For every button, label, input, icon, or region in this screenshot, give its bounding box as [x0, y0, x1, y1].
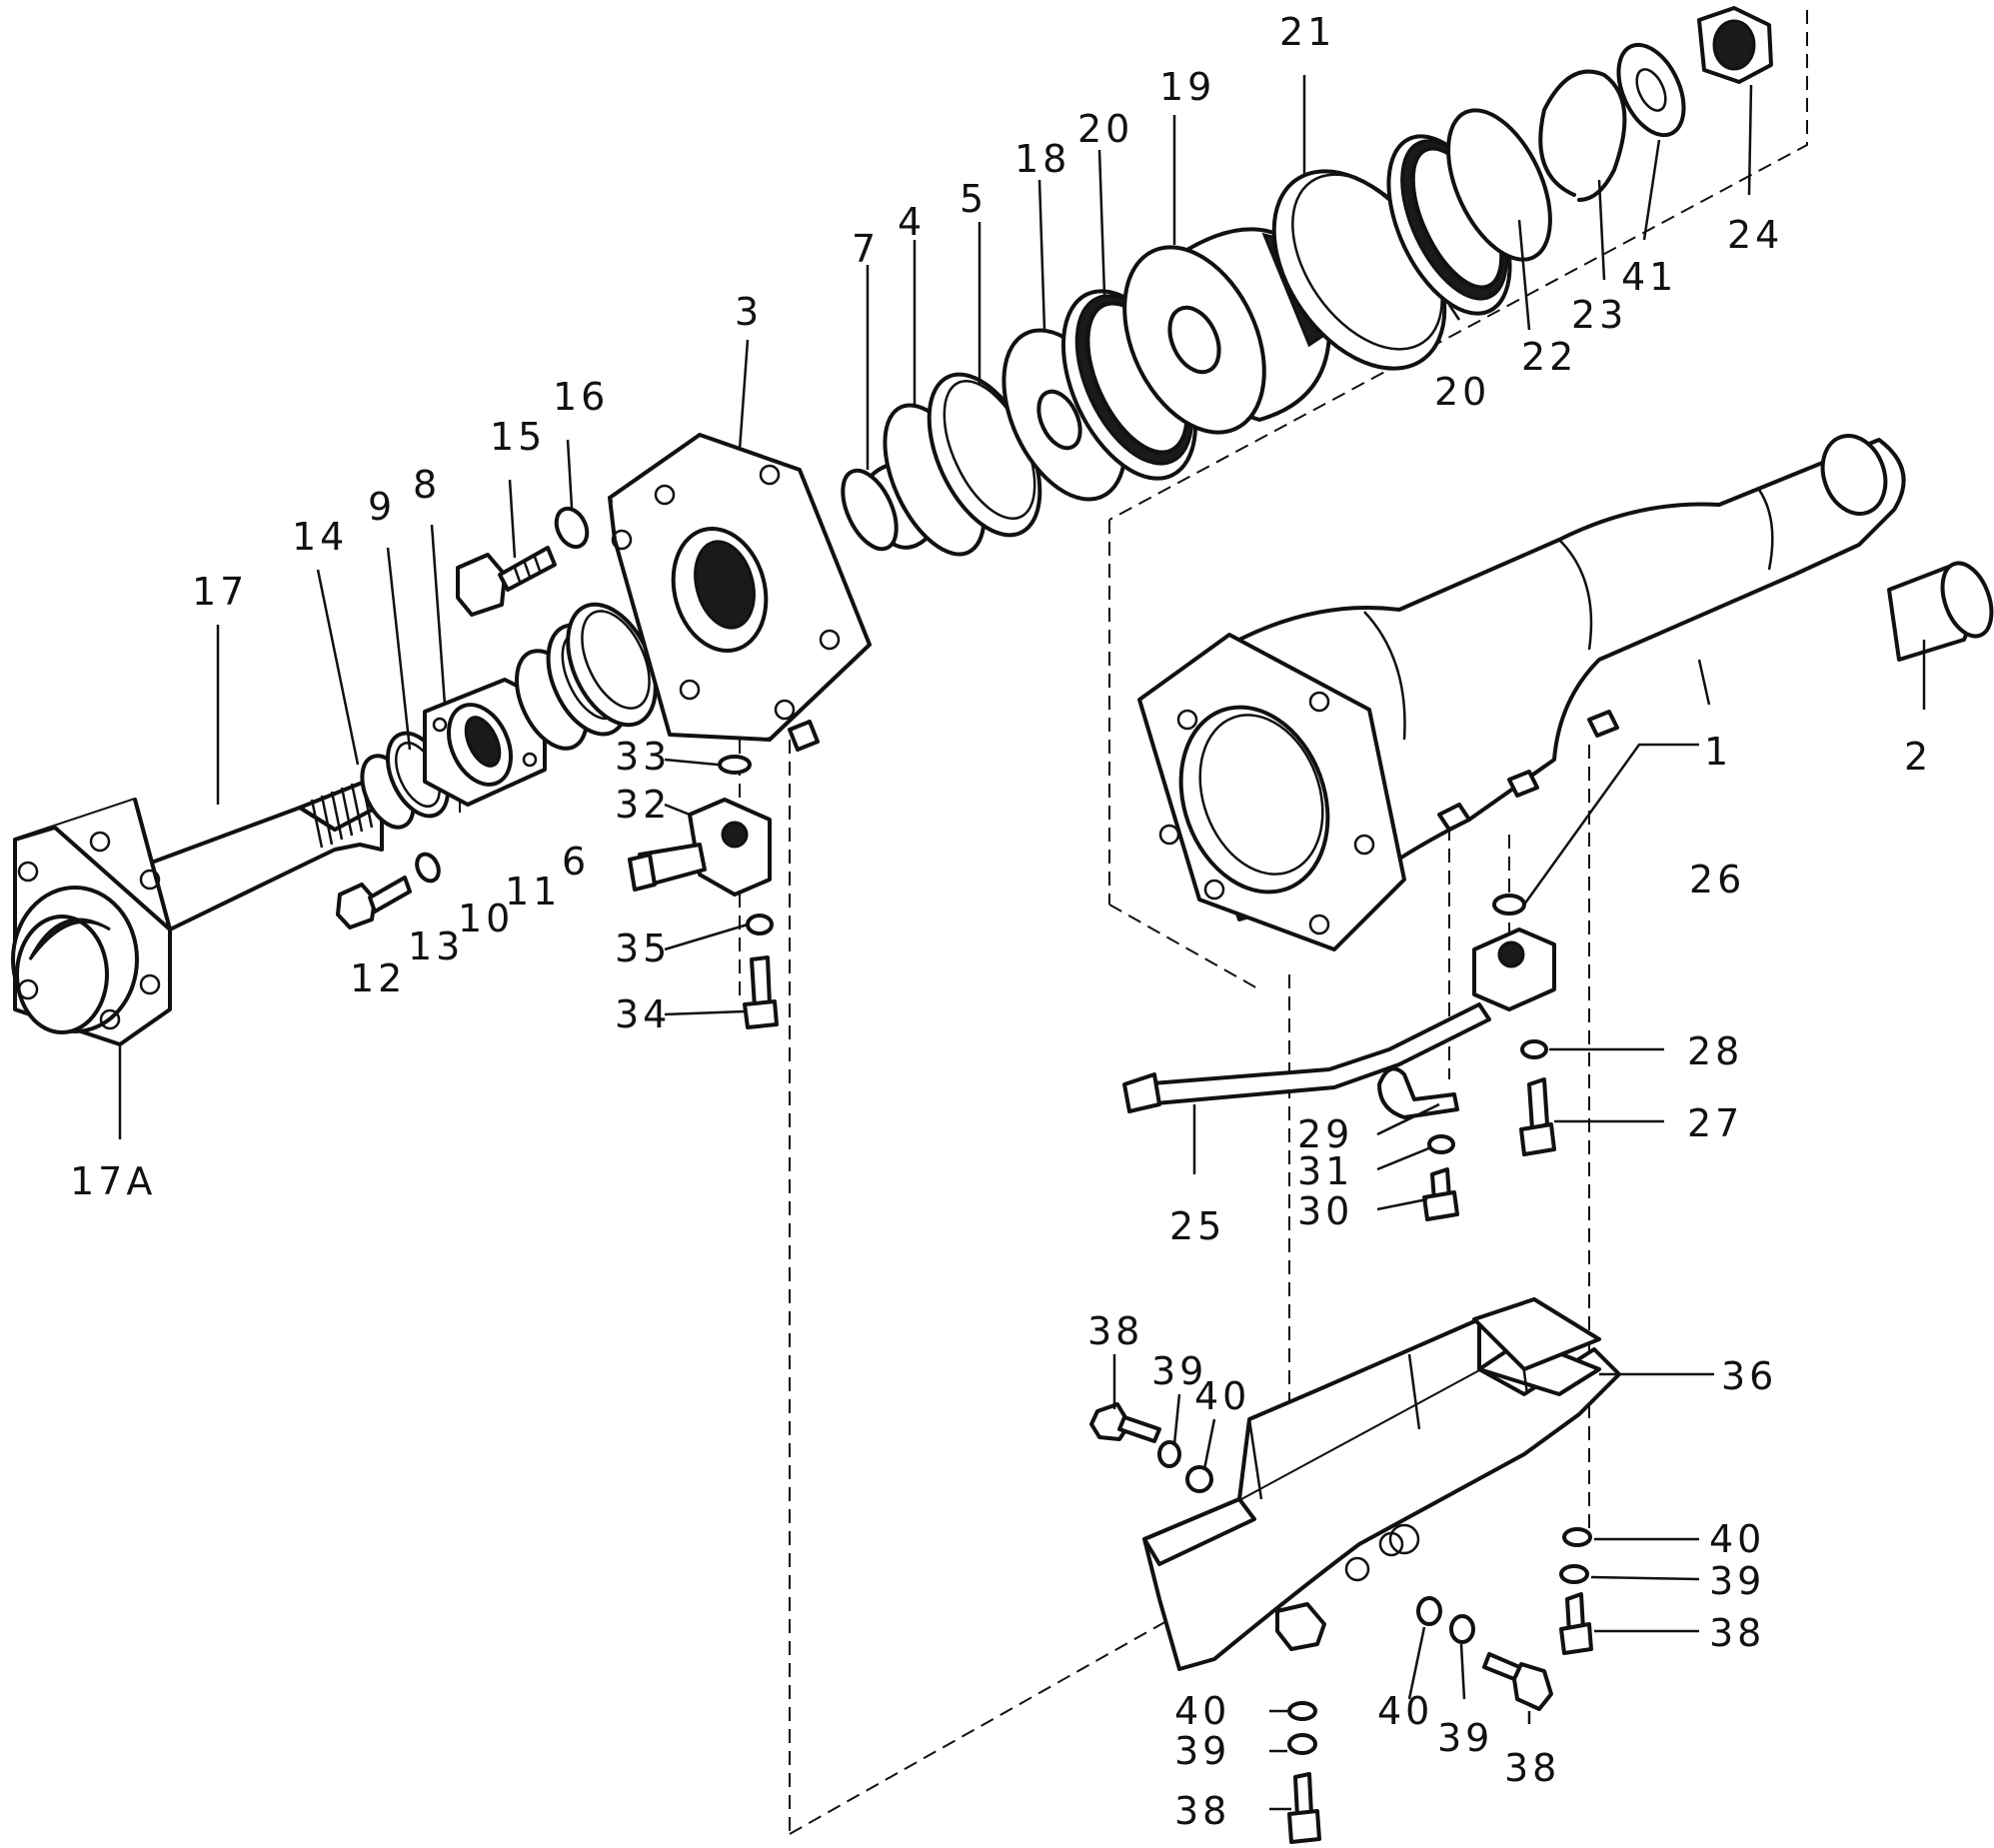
ring-22	[1446, 108, 1552, 262]
assembly-axis-lines	[459, 10, 1808, 1835]
label-36: 36	[1721, 1354, 1777, 1398]
bolt-38-bottom	[1287, 1772, 1321, 1844]
label-33: 33	[615, 735, 671, 779]
label-38-right: 38	[1709, 1611, 1765, 1655]
label-12: 12	[350, 956, 406, 1000]
label-10: 10	[458, 897, 514, 940]
label-17: 17	[192, 570, 248, 614]
label-22: 22	[1521, 335, 1577, 379]
label-39-mid: 39	[1437, 1716, 1493, 1760]
label-38-bottom: 38	[1174, 1789, 1230, 1833]
label-8: 8	[413, 463, 441, 507]
label-38-top: 38	[1087, 1309, 1143, 1353]
label-3: 3	[735, 290, 763, 334]
washer-28	[1520, 1039, 1548, 1059]
label-34: 34	[615, 992, 671, 1036]
label-32: 32	[615, 783, 671, 827]
fitting-32	[628, 798, 772, 897]
washer-35	[746, 914, 774, 935]
label-24: 24	[1727, 213, 1783, 257]
bolt-38-mid	[1482, 1652, 1553, 1711]
label-40-top: 40	[1194, 1374, 1250, 1418]
label-27: 27	[1687, 1101, 1743, 1145]
flange-plate-3	[608, 433, 872, 752]
oring-26	[1492, 894, 1526, 916]
label-1: 1	[1704, 730, 1732, 774]
washer-16	[554, 506, 590, 550]
label-29: 29	[1297, 1112, 1353, 1156]
label-39-top: 39	[1151, 1349, 1207, 1393]
label-30: 30	[1297, 1189, 1353, 1233]
label-35: 35	[615, 926, 671, 970]
washer-40-mid	[1416, 1596, 1442, 1626]
flange-8	[423, 678, 547, 807]
nut-24	[1697, 6, 1773, 84]
label-31: 31	[1297, 1149, 1353, 1193]
label-16: 16	[553, 375, 609, 419]
label-15: 15	[490, 415, 546, 459]
guard-cover-36	[1142, 1297, 1621, 1671]
label-5: 5	[960, 177, 988, 221]
label-20a: 20	[1077, 107, 1133, 151]
bolt-38-top	[1089, 1402, 1161, 1443]
label-26: 26	[1689, 858, 1745, 902]
piston-rod-17	[11, 778, 384, 1046]
washer-13	[415, 852, 441, 884]
washer-39-mid	[1449, 1614, 1475, 1644]
pin-bushing-2	[1887, 561, 1994, 662]
leader-lines	[118, 75, 1926, 1811]
bolt-38-right	[1559, 1592, 1593, 1655]
bolt-34	[743, 955, 779, 1029]
label-40-bottom: 40	[1174, 1689, 1230, 1733]
part-labels: 17 17A 14 9 8 15 16 3 7 4 5 18 20 19 21 …	[70, 10, 1932, 1833]
bolt-27	[1519, 1077, 1556, 1156]
washer-39-right	[1559, 1564, 1589, 1584]
label-21: 21	[1279, 10, 1335, 54]
washer-40-right	[1562, 1527, 1592, 1547]
label-14: 14	[292, 515, 348, 559]
bolt-15	[456, 546, 557, 617]
label-39-right: 39	[1709, 1559, 1765, 1603]
label-40-mid: 40	[1377, 1689, 1433, 1733]
label-38-mid: 38	[1504, 1746, 1560, 1790]
label-40-right: 40	[1709, 1517, 1765, 1561]
cylinder-body-1	[1137, 434, 1906, 951]
nut-bottom	[1275, 1602, 1326, 1651]
label-17a: 17A	[70, 1159, 156, 1203]
pipe-elbow-block	[1472, 927, 1556, 1011]
label-13: 13	[408, 924, 464, 968]
label-9: 9	[368, 485, 396, 529]
label-11: 11	[505, 870, 561, 914]
clamp-29	[1377, 1066, 1459, 1119]
bolt-12	[336, 876, 412, 929]
pipe-25	[1122, 1002, 1491, 1113]
washer-31	[1427, 1134, 1455, 1154]
label-39-bottom: 39	[1174, 1729, 1230, 1773]
label-25: 25	[1169, 1204, 1225, 1248]
bolt-30	[1422, 1167, 1459, 1221]
washer-39-top	[1157, 1440, 1181, 1468]
washer-41	[1616, 42, 1686, 138]
washer-40-bottom	[1287, 1701, 1317, 1721]
washer-40-top	[1185, 1465, 1213, 1493]
label-20b: 20	[1434, 370, 1490, 414]
label-41: 41	[1621, 255, 1677, 299]
label-28: 28	[1687, 1029, 1743, 1073]
label-23: 23	[1571, 293, 1627, 337]
label-6: 6	[562, 840, 590, 884]
washer-39-bottom	[1287, 1733, 1317, 1755]
label-2: 2	[1904, 735, 1932, 779]
oring-33	[718, 755, 752, 775]
label-18: 18	[1014, 137, 1070, 181]
label-19: 19	[1159, 65, 1215, 109]
label-4: 4	[898, 200, 926, 244]
snap-ring-23	[1538, 69, 1627, 202]
label-7: 7	[852, 227, 880, 271]
